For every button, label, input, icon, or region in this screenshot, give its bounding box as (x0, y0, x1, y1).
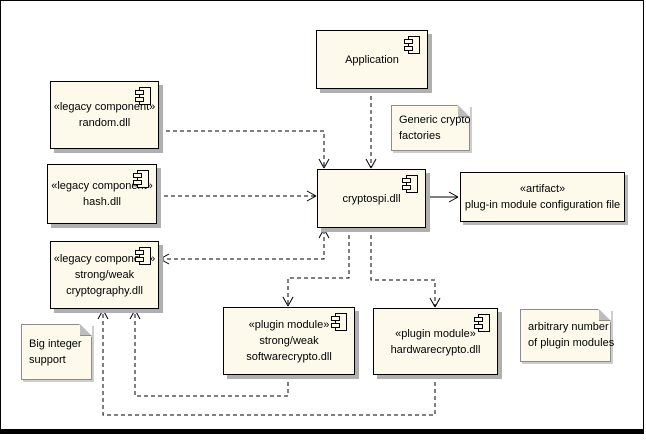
component-icon (331, 313, 347, 331)
component-icon (402, 175, 418, 193)
component-icon (404, 36, 420, 54)
note-generic-crypto-factories[interactable]: Generic crypto factories (391, 105, 471, 151)
node-text-line: strong/weak (259, 335, 319, 347)
node-text-line: cryptospi.dll (342, 192, 401, 205)
node-label: «plugin module» hardwarecrypto.dll (374, 309, 497, 374)
node-text-line: random.dll (78, 117, 131, 129)
component-legacy-random-dll[interactable]: «legacy component» random.dll (50, 81, 159, 149)
node-label: «plugin module» strong/weak softwarecrypto… (224, 308, 354, 374)
node-text-line: «legacy component» (53, 101, 156, 113)
component-plugin-strong-weak-softwarecrypto-dll[interactable]: «plugin module» strong/weak softwarecrypto… (223, 307, 355, 375)
node-text-line: hash.dll (83, 196, 121, 208)
note-text-line: Big integer (29, 337, 82, 350)
note-text-line: arbitrary number (528, 321, 609, 333)
component-cryptospi-dll[interactable]: cryptospi.dll (317, 169, 426, 228)
node-label: cryptospi.dll (318, 170, 425, 227)
node-text-line: «plugin module» (248, 319, 330, 331)
component-icon (133, 170, 149, 188)
node-text-line: softwarecrypto.dll (246, 351, 332, 363)
node-label: «legacy component» hash.dll (48, 165, 156, 223)
note-label: Big integer support (22, 325, 91, 379)
artifact-artifact-plugin-module-configuration-file[interactable]: «artifact» plug-in module configuration f… (460, 172, 625, 222)
note-arbitrary-number-of-plugin-modules[interactable]: arbitrary number of plugin modules (520, 309, 615, 362)
component-plugin-hardwarecrypto-dll[interactable]: «plugin module» hardwarecrypto.dll (373, 308, 498, 375)
node-text-line: plug-in module configuration file (464, 199, 621, 211)
node-text-line: «plugin module» (395, 327, 476, 340)
note-text-line: Generic crypto (399, 113, 471, 126)
note-big-integer-support[interactable]: Big integer support (21, 324, 92, 380)
component-legacy-hash-dll[interactable]: «legacy component» hash.dll (47, 164, 157, 224)
component-icon (135, 87, 151, 105)
note-label: arbitrary number of plugin modules (521, 310, 615, 361)
component-legacy-strong-weak-cryptography-dll[interactable]: «legacy component» strong/weak cryptograph… (50, 241, 159, 309)
node-label: Application (317, 31, 427, 88)
node-label: «legacy component» random.dll (51, 82, 158, 148)
component-icon (474, 314, 490, 332)
node-text-line: «artifact» (519, 183, 566, 195)
note-label: Generic crypto factories (392, 106, 471, 150)
note-text-line: support (29, 353, 66, 366)
node-text-line: strong/weak (74, 269, 135, 281)
node-label: «legacy component» strong/weak cryptograph… (51, 242, 158, 308)
node-label: «artifact» plug-in module configuration f… (461, 173, 624, 221)
component-application[interactable]: Application (316, 30, 428, 89)
node-text-line: Application (345, 53, 399, 66)
node-text-line: hardwarecrypto.dll (390, 343, 481, 356)
node-text-line: «legacy component» (51, 180, 153, 192)
note-text-line: factories (399, 129, 441, 142)
node-text-line: «legacy component» (53, 253, 156, 265)
component-icon (135, 247, 151, 265)
node-text-line: cryptography.dll (66, 285, 143, 297)
note-text-line: of plugin modules (528, 337, 615, 349)
